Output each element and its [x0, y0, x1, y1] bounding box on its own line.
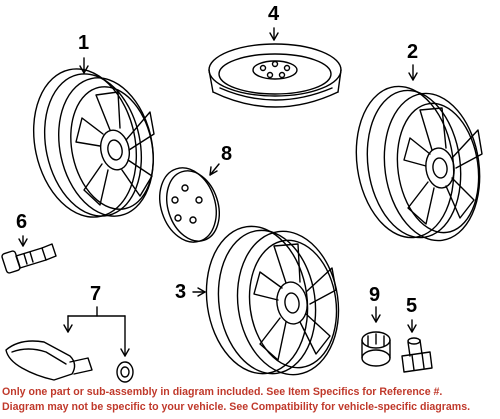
callout-5[interactable]: 5	[406, 295, 418, 317]
disclaimer-footer: Only one part or sub-assembly in diagram…	[0, 385, 500, 419]
callout-4[interactable]: 4	[268, 3, 280, 25]
callout-8[interactable]: 8	[221, 143, 233, 165]
spare-wheel-part-4[interactable]	[208, 43, 342, 108]
callout-9[interactable]: 9	[369, 284, 381, 306]
disclaimer-line-1: Only one part or sub-assembly in diagram…	[2, 386, 443, 398]
callout-6[interactable]: 6	[16, 211, 28, 233]
tpms-sensor-part-7[interactable]	[5, 340, 134, 383]
wheel-part-1[interactable]	[20, 59, 165, 227]
leader-lines	[18, 27, 418, 357]
wheel-part-2[interactable]	[347, 80, 489, 247]
callout-1[interactable]: 1	[78, 32, 90, 54]
callout-3[interactable]: 3	[175, 281, 187, 303]
callout-2[interactable]: 2	[407, 41, 419, 63]
center-cap-part-8[interactable]	[151, 161, 228, 250]
disclaimer-line-2: Diagram may not be specific to your vehi…	[2, 401, 471, 413]
wheel-part-3[interactable]	[197, 220, 347, 381]
lug-nut-part-5[interactable]	[401, 337, 433, 373]
callout-7[interactable]: 7	[90, 283, 102, 305]
valve-stem-part-6[interactable]	[1, 243, 57, 274]
wheel-lock-part-9[interactable]	[361, 331, 391, 367]
